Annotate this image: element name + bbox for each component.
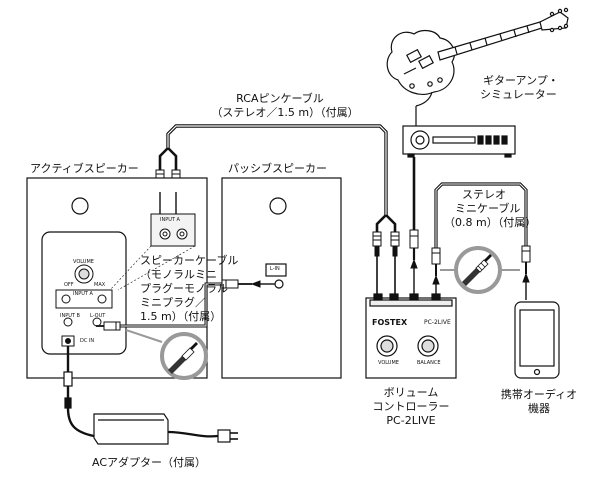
controller-label-line2: コントローラー bbox=[372, 400, 450, 413]
input-a-leaders bbox=[109, 245, 196, 291]
volume-max-label: MAX bbox=[94, 282, 106, 288]
amp-simulator-label-line1: ギターアンプ・ bbox=[483, 74, 559, 87]
controller-label-line3: PC-2LIVE bbox=[386, 414, 436, 427]
panel-input-a-label: INPUT A bbox=[73, 291, 93, 297]
ac-adapter-label: ACアダプター（付属） bbox=[92, 456, 207, 469]
amp-simulator-device bbox=[402, 106, 516, 158]
rca-plugs-controller bbox=[372, 231, 400, 298]
rca-cable-label-line1: RCAピンケーブル bbox=[236, 92, 324, 105]
l-in-label: L-IN bbox=[270, 266, 280, 272]
input-a-box-label: INPUT A bbox=[160, 217, 180, 223]
ac-adapter bbox=[63, 346, 238, 445]
passive-speaker bbox=[221, 177, 342, 379]
speaker-cable-label-line5: 1.5 m）（付属） bbox=[140, 310, 222, 323]
speaker-cable bbox=[120, 282, 222, 328]
guitar-illustration bbox=[386, 7, 569, 107]
active-speaker-label: アクティブスピーカー bbox=[30, 162, 139, 175]
controller-label-line1: ボリューム bbox=[383, 386, 439, 399]
controller-balance-label: BALANCE bbox=[417, 360, 441, 366]
stereo-mini-cable bbox=[434, 182, 528, 248]
input-a-box bbox=[150, 192, 196, 247]
speaker-cable-label-line3: プラグーモノラル bbox=[140, 282, 228, 295]
stereo-mini-label-line3: （0.8 m）（付属） bbox=[444, 216, 537, 229]
mono-plug-detail-circle bbox=[125, 329, 208, 380]
portable-audio-label-line2: 機器 bbox=[528, 402, 550, 415]
passive-speaker-label: パッシブスピーカー bbox=[228, 162, 327, 175]
stereo-plug-detail-circle bbox=[440, 246, 520, 294]
portable-audio-label-line1: 携帯オーディオ bbox=[500, 388, 578, 401]
speaker-cable-plugs bbox=[96, 279, 275, 331]
pc2live-controller bbox=[365, 293, 457, 379]
stereo-mini-label-line2: ミニケーブル bbox=[455, 202, 521, 215]
stereo-mini-label-line1: ステレオ bbox=[462, 188, 506, 201]
amp-to-controller-cable bbox=[409, 157, 419, 298]
speaker-cable-label-line2: （モノラルミニ bbox=[140, 268, 217, 281]
l-out-label: L-OUT bbox=[90, 313, 106, 319]
rca-cable-branch bbox=[158, 147, 397, 232]
volume-off-label: OFF bbox=[64, 282, 74, 288]
rca-cable-label-line2: （ステレオ／1.5 m）（付属） bbox=[211, 106, 359, 119]
input-b-label: INPUT B bbox=[60, 313, 80, 319]
speaker-cable-label-line4: ミニプラグ／ bbox=[140, 296, 206, 309]
controller-brand: FOSTEX bbox=[372, 318, 408, 327]
controller-volume-label: VOLUME bbox=[378, 360, 399, 366]
portable-audio-player bbox=[514, 301, 560, 379]
amp-simulator-label-line2: シミュレーター bbox=[480, 88, 557, 101]
controller-model: PC-2LIVE bbox=[424, 319, 451, 326]
dc-in-label: DC IN bbox=[80, 338, 95, 344]
stereo-mini-plugs bbox=[431, 245, 531, 300]
speaker-cable-label-line1: スピーカーケーブル bbox=[140, 254, 239, 267]
active-speaker-panel bbox=[55, 264, 113, 347]
volume-knob-label: VOLUME bbox=[73, 259, 94, 265]
